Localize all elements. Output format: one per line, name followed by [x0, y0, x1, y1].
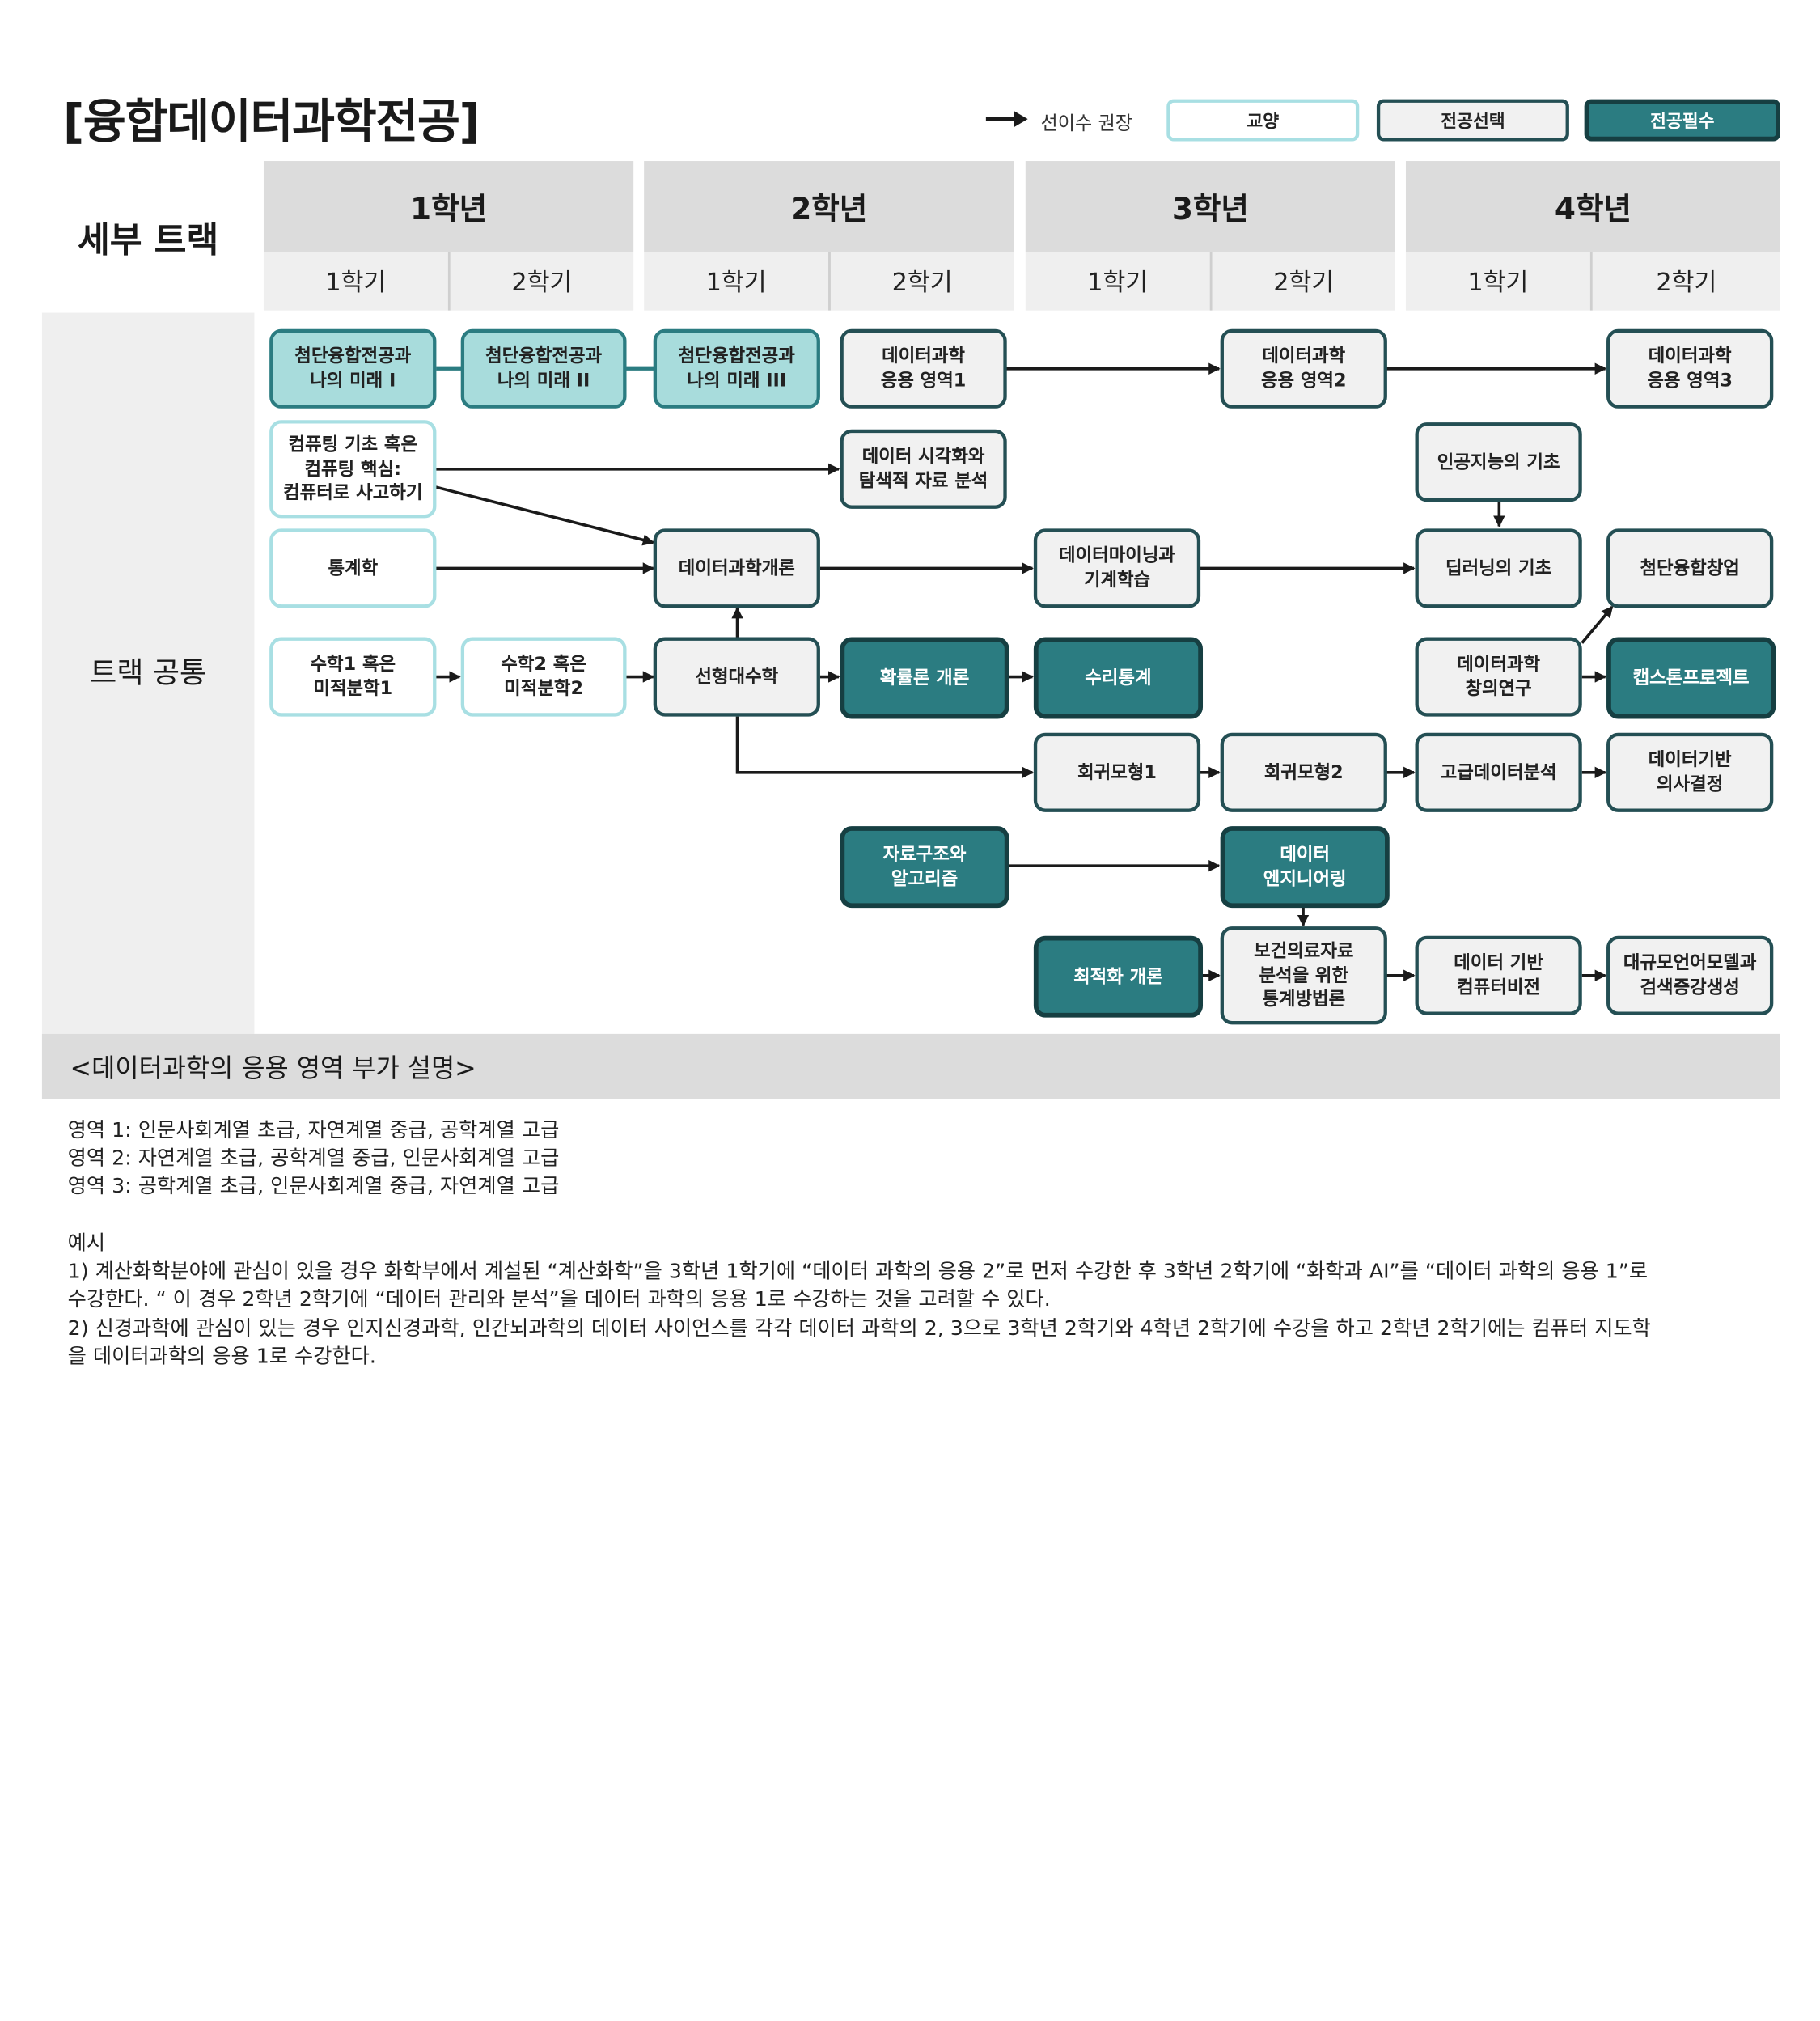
semester-header: 2학기 — [1212, 252, 1395, 311]
example-line: 1) 계산화학분야에 관심이 있을 경우 화학부에서 계설된 “계산화학”을 3… — [67, 1260, 1649, 1284]
page-title: [융합데이터과학전공] — [62, 95, 480, 150]
semester-header: 1학기 — [644, 252, 829, 311]
arrow — [735, 716, 1034, 779]
course-applied-area-3[interactable]: 데이터과학 응용 영역3 — [1606, 328, 1774, 409]
course-data-mining-ml[interactable]: 데이터마이닝과 기계학습 — [1033, 528, 1201, 608]
course-computing-basics[interactable]: 컴퓨팅 기초 혹은 컴퓨팅 핵심: 컴퓨터로 사고하기 — [269, 420, 437, 519]
course-data-decision[interactable]: 데이터기반 의사결정 — [1606, 732, 1774, 812]
course-ai-basics[interactable]: 인공지능의 기초 — [1415, 422, 1582, 502]
example-line: 을 데이터과학의 응용 1로 수강한다. — [67, 1345, 376, 1369]
course-probability[interactable]: 확률론 개론 — [840, 637, 1009, 719]
year-header-3: 3학년 — [1025, 161, 1395, 252]
semester-divider — [828, 252, 831, 311]
course-computer-vision[interactable]: 데이터 기반 컴퓨터비전 — [1415, 935, 1582, 1015]
area-description: 영역 1: 인문사회계열 초급, 자연계열 중급, 공학계열 고급 — [67, 1119, 560, 1143]
course-intro-data-science[interactable]: 데이터과학개론 — [653, 528, 820, 608]
course-creative-research[interactable]: 데이터과학 창의연구 — [1415, 637, 1582, 717]
semester-divider — [1209, 252, 1213, 311]
track-label: 트랙 공통 — [90, 655, 207, 690]
course-math-2[interactable]: 수학2 혹은 미적분학2 — [460, 637, 627, 717]
notes-heading: <데이터과학의 응용 영역 부가 설명> — [41, 1033, 1780, 1099]
semester-header: 1학기 — [263, 252, 448, 311]
semester-divider — [1589, 252, 1593, 311]
course-llm-rag[interactable]: 대규모언어모델과 검색증강생성 — [1606, 935, 1774, 1015]
legend-jeongong-seontaek: 전공선택 — [1376, 99, 1569, 142]
course-data-visualization[interactable]: 데이터 시각화와 탐색적 자료 분석 — [840, 429, 1007, 509]
semester-divider — [447, 252, 451, 311]
area-description: 영역 2: 자연계열 초급, 공학계열 중급, 인문사회계열 고급 — [67, 1146, 560, 1171]
course-advanced-analysis[interactable]: 고급데이터분석 — [1415, 732, 1582, 812]
course-health-stats[interactable]: 보건의료자료 분석을 위한 통계방법론 — [1220, 926, 1387, 1025]
track-column — [41, 312, 255, 1034]
course-regression-2[interactable]: 회귀모형2 — [1220, 732, 1387, 812]
example-label: 예시 — [67, 1232, 106, 1256]
course-future-3[interactable]: 첨단융합전공과 나의 미래 III — [653, 328, 820, 409]
prerequisite-arrows — [434, 362, 1614, 981]
course-applied-area-2[interactable]: 데이터과학 응용 영역2 — [1220, 328, 1387, 409]
course-statistics[interactable]: 통계학 — [269, 528, 437, 608]
semester-header: 2학기 — [830, 252, 1014, 311]
example-line: 수강한다. “ 이 경우 2학년 2학기에 “데이터 관리와 분석”을 데이터 … — [67, 1288, 1051, 1312]
semester-header: 1학기 — [1405, 252, 1590, 311]
course-math-1[interactable]: 수학1 혹은 미적분학1 — [269, 637, 437, 717]
course-optimization[interactable]: 최적화 개론 — [1033, 935, 1204, 1018]
track-title: 세부 트랙 — [78, 220, 219, 262]
course-data-engineering[interactable]: 데이터 엔지니어링 — [1220, 826, 1390, 909]
legend-jeongong-pilsu: 전공필수 — [1584, 99, 1780, 142]
course-applied-area-1[interactable]: 데이터과학 응용 영역1 — [840, 328, 1007, 409]
legend-arrow-icon — [985, 111, 1028, 128]
year-header-4: 4학년 — [1405, 161, 1780, 252]
arrow — [1581, 605, 1614, 644]
example-line: 2) 신경과학에 관심이 있는 경우 인지신경과학, 인간뇌과학의 데이터 사이… — [67, 1317, 1651, 1341]
year-header-2: 2학년 — [644, 161, 1014, 252]
arrow — [434, 485, 655, 546]
area-description: 영역 3: 공학계열 초급, 인문사회계열 중급, 자연계열 고급 — [67, 1175, 560, 1199]
semester-header: 2학기 — [450, 252, 634, 311]
course-capstone[interactable]: 캡스톤프로젝트 — [1606, 637, 1776, 719]
course-regression-1[interactable]: 회귀모형1 — [1033, 732, 1201, 812]
semester-header: 2학기 — [1592, 252, 1780, 311]
legend-gyoyang: 교양 — [1166, 99, 1360, 142]
legend-arrow-label: 선이수 권장 — [1040, 112, 1133, 134]
course-future-1[interactable]: 첨단융합전공과 나의 미래 I — [269, 328, 437, 409]
course-future-2[interactable]: 첨단융합전공과 나의 미래 II — [460, 328, 627, 409]
course-startup[interactable]: 첨단융합창업 — [1606, 528, 1774, 608]
course-linear-algebra[interactable]: 선형대수학 — [653, 637, 820, 717]
course-math-stats[interactable]: 수리통계 — [1033, 637, 1204, 719]
semester-header: 1학기 — [1025, 252, 1210, 311]
course-data-structures[interactable]: 자료구조와 알고리즘 — [840, 826, 1009, 909]
course-deep-learning[interactable]: 딥러닝의 기초 — [1415, 528, 1582, 608]
year-header-1: 1학년 — [263, 161, 634, 252]
